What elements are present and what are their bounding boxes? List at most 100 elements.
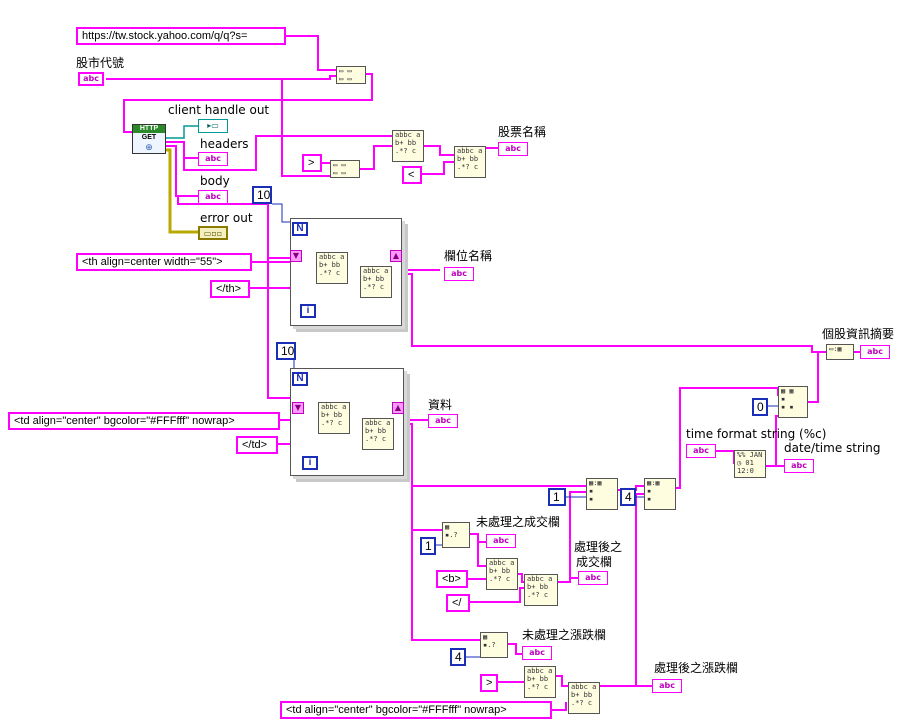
wire-code-to-gt-concat bbox=[281, 79, 332, 177]
index-array-trade-node: ▦▪.? bbox=[442, 522, 470, 548]
raw-trade-indicator: abc bbox=[486, 534, 516, 548]
loop1-count-constant: 10 bbox=[252, 186, 272, 204]
wire-data-main bbox=[404, 423, 586, 487]
processed-trade-label-1: 處理後之 bbox=[574, 540, 623, 554]
index-array-change-node: ▦▪.? bbox=[480, 632, 508, 658]
wire-build-to-summary bbox=[808, 351, 826, 403]
client-handle-out-indicator: ▸▭ bbox=[198, 119, 228, 133]
wire-match-c bbox=[556, 675, 568, 687]
index-1b-constant: 1 bbox=[420, 537, 436, 555]
data-label: 資料 bbox=[428, 398, 453, 412]
body-indicator: abc bbox=[198, 190, 228, 204]
build-array-summary-node: ▭:▦ bbox=[826, 344, 854, 360]
data-indicator: abc bbox=[428, 414, 458, 428]
concatenate-strings-node: ▭ ▭▭ ▭ bbox=[336, 66, 366, 84]
raw-change-indicator: abc bbox=[522, 646, 552, 660]
format-datetime-node: %% JAN◷ 01 12:0 bbox=[734, 450, 766, 478]
td-close-constant: </td> bbox=[236, 436, 278, 454]
slash-constant: </ bbox=[446, 594, 470, 612]
stock-code-control[interactable]: abc bbox=[78, 72, 104, 86]
field-name-indicator: abc bbox=[444, 267, 474, 281]
concatenate-gt-node: ▭ ▭▭ ▭ bbox=[330, 160, 360, 178]
raw-trade-label: 未處理之成交欄 bbox=[476, 515, 561, 529]
http-get-label: GET bbox=[141, 134, 157, 141]
headers-label: headers bbox=[200, 137, 249, 151]
wire-body-main bbox=[176, 195, 293, 259]
wire-body-loop2 bbox=[267, 258, 293, 399]
wire-processed-trade-up bbox=[569, 491, 586, 578]
wire-td-open2 bbox=[552, 702, 567, 711]
th-open-constant: <th align=center width="55"> bbox=[76, 253, 252, 271]
time-format-label: time format string (%c) bbox=[686, 427, 827, 441]
loop1-i-terminal: i bbox=[300, 304, 316, 318]
replace-subset-node-2: ▦:▦▪▪ bbox=[644, 478, 676, 510]
wire-headers-out bbox=[183, 135, 392, 171]
wire-stock-code bbox=[106, 75, 338, 80]
wire-trade-to-match bbox=[477, 542, 486, 567]
wire-url bbox=[286, 35, 338, 71]
wire-data-to-trade bbox=[411, 486, 442, 531]
wire-match-b bbox=[518, 573, 524, 583]
td-open2-constant: <td align="center" bgcolor="#FFFfff" now… bbox=[280, 701, 552, 719]
wire-headers bbox=[166, 141, 198, 159]
http-get-node: HTTP GET ⊕ bbox=[132, 124, 166, 154]
summary-indicator: abc bbox=[860, 345, 890, 359]
processed-change-indicator: abc bbox=[652, 679, 682, 693]
http-title: HTTP bbox=[133, 125, 165, 133]
wire-slash bbox=[470, 587, 524, 603]
replace-subset-node-1: ▦:▦▪▪ bbox=[586, 478, 618, 510]
loop2-n-terminal: N bbox=[292, 372, 308, 386]
wire-raw-change bbox=[508, 643, 524, 655]
loop2-i-terminal: i bbox=[302, 456, 318, 470]
time-format-control[interactable]: abc bbox=[686, 444, 716, 458]
loop2-count-constant: 10 bbox=[276, 342, 296, 360]
loop2-shift-register-left: ▼ bbox=[292, 402, 304, 414]
index-4a-constant: 4 bbox=[620, 488, 636, 506]
wire-data-to-change bbox=[411, 530, 480, 641]
lt-constant: < bbox=[402, 166, 422, 184]
loop1-n-terminal: N bbox=[292, 222, 308, 236]
globe-icon: ⊕ bbox=[145, 142, 153, 152]
wire-error bbox=[166, 148, 198, 234]
wire-timestamp bbox=[714, 450, 735, 464]
field-name-label: 欄位名稱 bbox=[444, 249, 493, 263]
body-label: body bbox=[200, 174, 230, 188]
processed-trade-indicator: abc bbox=[578, 571, 608, 585]
index-4b-constant: 4 bbox=[450, 648, 466, 666]
gt-constant: > bbox=[302, 154, 322, 172]
summary-label: 個股資訊摘要 bbox=[822, 327, 895, 341]
wire-datetime bbox=[766, 415, 778, 467]
wire-body bbox=[166, 145, 198, 197]
error-out-label: error out bbox=[200, 211, 253, 225]
stock-name-label: 股票名稱 bbox=[498, 125, 547, 139]
wire-client bbox=[166, 125, 200, 139]
headers-indicator: abc bbox=[198, 152, 228, 166]
raw-change-label: 未處理之漲跌欄 bbox=[522, 628, 607, 642]
error-cluster-icon: ▭▫▫ bbox=[203, 229, 223, 238]
wire-processed-change-up bbox=[635, 493, 644, 686]
wire-match2 bbox=[424, 145, 454, 156]
wire-n1 bbox=[272, 203, 292, 223]
wire-processed-trade bbox=[558, 577, 578, 583]
loop1-shift-register-left: ▼ bbox=[290, 250, 302, 262]
loop1-shift-register-right: ▲ bbox=[390, 250, 402, 262]
wire-loop1-summary bbox=[404, 273, 826, 353]
wire-match1 bbox=[360, 145, 392, 170]
loop2-shift-register-right: ▲ bbox=[392, 402, 404, 414]
stock-name-indicator: abc bbox=[498, 142, 528, 156]
wire-lt bbox=[420, 161, 454, 175]
b-open-constant: <b> bbox=[436, 570, 468, 588]
build-array-time-node: ▦ ▦▪▪ ▪ bbox=[778, 386, 808, 418]
